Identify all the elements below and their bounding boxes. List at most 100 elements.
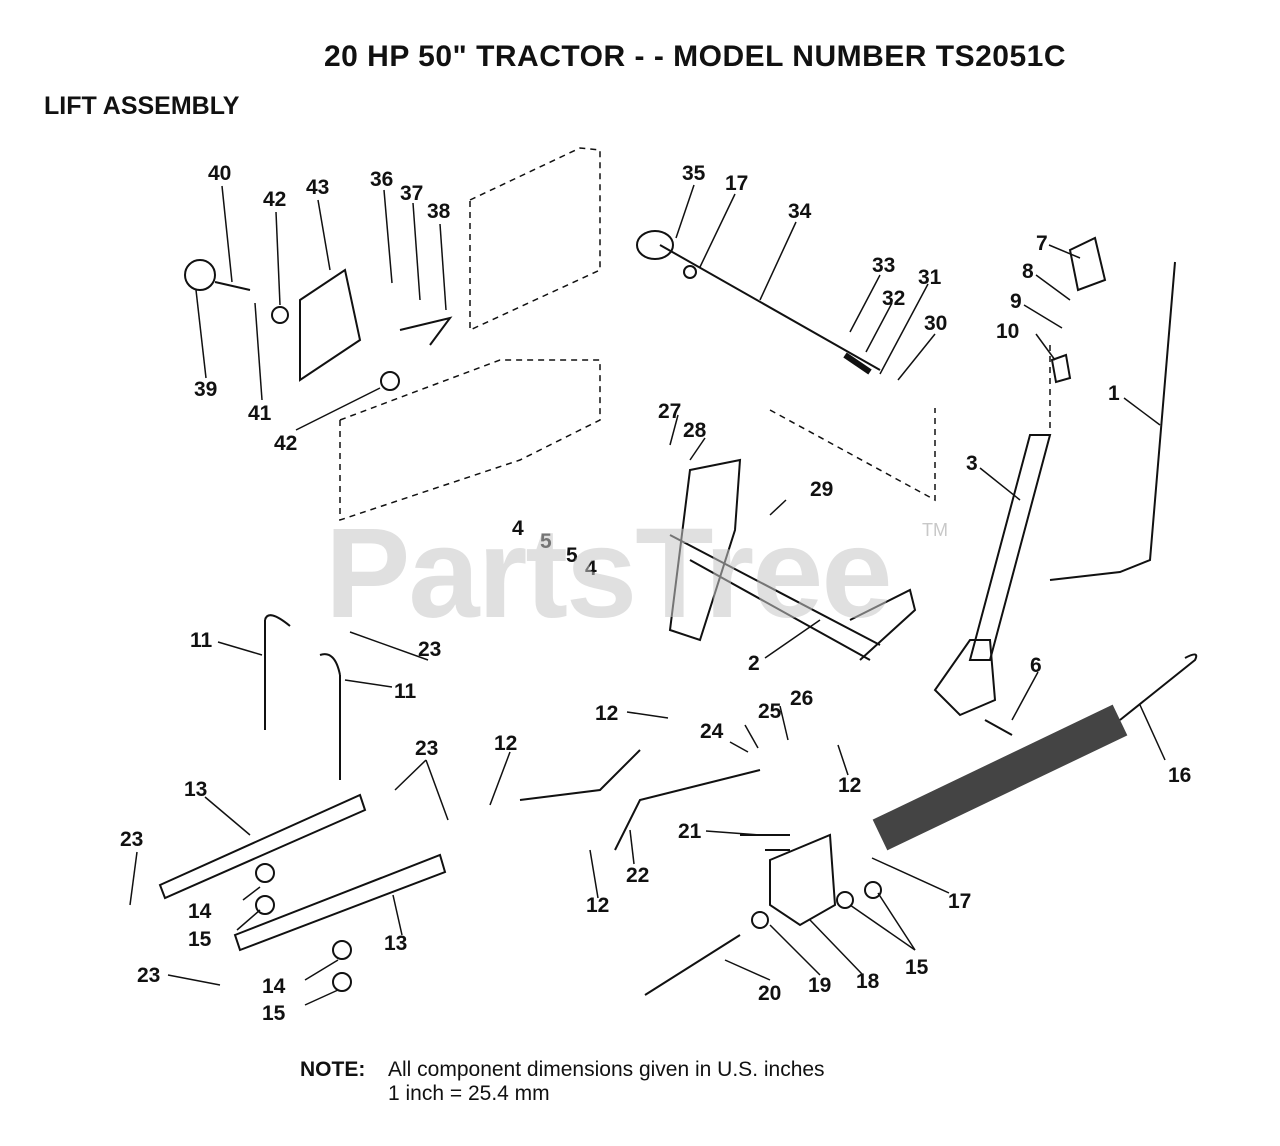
callout-23b: 23 (415, 737, 438, 760)
note-text: All component dimensions given in U.S. i… (388, 1058, 825, 1106)
part-3-clevis (933, 639, 997, 717)
part-14-washer-a (255, 863, 275, 883)
part-35-knob (636, 230, 674, 260)
part-16-hook (1119, 653, 1198, 721)
note-block: NOTE: All component dimensions given in U… (300, 1058, 825, 1106)
section-heading: LIFT ASSEMBLY (44, 92, 240, 120)
callout-22: 22 (626, 864, 649, 887)
part-42-washer-b (380, 371, 400, 391)
callout-5b: 5 (566, 544, 578, 567)
part-13-link-b (233, 853, 447, 952)
part-18-bracket (769, 833, 837, 927)
callout-17: 17 (725, 172, 748, 195)
callout-18: 18 (856, 970, 880, 993)
callout-30: 30 (924, 312, 947, 335)
part-13-link-a (158, 793, 367, 900)
callout-12c: 12 (838, 774, 861, 797)
leader-lines (129, 184, 1166, 1006)
callout-26: 26 (790, 687, 813, 710)
part-2-arm (849, 588, 917, 661)
callout-38: 38 (427, 200, 451, 223)
callout-23: 23 (418, 638, 441, 661)
part-14-washer-b (332, 940, 352, 960)
part-32-spring (843, 352, 872, 375)
part-38-clip (399, 316, 453, 346)
callout-15b: 15 (905, 956, 929, 979)
callout-41: 41 (248, 402, 272, 425)
part-10-fitting (1050, 353, 1072, 384)
callout-7: 7 (1036, 232, 1048, 255)
callout-4b: 4 (585, 557, 597, 580)
part-34-rod (659, 244, 881, 371)
part-17-washer (683, 265, 697, 279)
callout-12b: 12 (494, 732, 517, 755)
part-16-spring (872, 704, 1128, 851)
callout-2: 2 (748, 652, 760, 675)
callout-13b: 13 (384, 932, 407, 955)
part-19-washer (751, 911, 769, 929)
callout-40: 40 (208, 162, 231, 185)
callout-32: 32 (882, 287, 905, 310)
part-21-bolts (740, 834, 790, 851)
callout-35: 35 (682, 162, 706, 185)
callout-5: 5 (540, 530, 552, 553)
callout-1: 1 (1108, 382, 1120, 405)
callout-31: 31 (918, 266, 942, 289)
callout-23c: 23 (120, 828, 143, 851)
callout-15: 15 (188, 928, 212, 951)
part-39-knob (184, 259, 216, 291)
part-6-screw (984, 719, 1013, 736)
callout-4: 4 (512, 517, 524, 540)
callout-19: 19 (808, 974, 831, 997)
callout-11b: 11 (394, 680, 417, 703)
note-label: NOTE: (300, 1058, 366, 1081)
part-15-nut-a (255, 895, 275, 915)
callout-labels: 40 42 43 36 37 38 39 41 42 35 17 34 33 3… (120, 162, 1191, 1025)
part-11-rod-a (264, 614, 291, 730)
part-20-bolt (644, 934, 741, 996)
callout-20: 20 (758, 982, 781, 1005)
callout-6: 6 (1030, 654, 1042, 677)
callout-14: 14 (188, 900, 212, 923)
watermark-trademark: TM (922, 520, 948, 540)
callout-17b: 17 (948, 890, 971, 913)
callout-3: 3 (966, 452, 978, 475)
part-15-nut-d (864, 881, 882, 899)
part-11-rod-b (319, 653, 341, 780)
callout-14b: 14 (262, 975, 286, 998)
part-40-bolt (214, 281, 251, 291)
frame-outline (339, 147, 1051, 522)
callout-29: 29 (810, 478, 833, 501)
callout-42: 42 (263, 188, 286, 211)
callout-37: 37 (400, 182, 423, 205)
callout-34: 34 (788, 200, 812, 223)
callout-15c: 15 (262, 1002, 286, 1025)
callout-39: 39 (194, 378, 217, 401)
note-line-1: All component dimensions given in U.S. i… (388, 1058, 825, 1081)
callout-42b: 42 (274, 432, 297, 455)
watermark: PartsTree (325, 502, 892, 645)
callout-25: 25 (758, 700, 782, 723)
part-2-plate (668, 458, 742, 642)
callout-10: 10 (996, 320, 1019, 343)
page-title: 20 HP 50" TRACTOR - - MODEL NUMBER TS205… (323, 40, 1067, 73)
callout-12d: 12 (586, 894, 609, 917)
callout-33: 33 (872, 254, 895, 277)
part-1-rod (1049, 261, 1176, 581)
callout-36: 36 (370, 168, 393, 191)
callout-9: 9 (1010, 290, 1022, 313)
note-line-2: 1 inch = 25.4 mm (388, 1082, 550, 1105)
part-7-grip (1068, 236, 1107, 292)
part-15-nut-c (836, 891, 854, 909)
callout-23d: 23 (137, 964, 160, 987)
part-15-nut-b (332, 972, 352, 992)
callout-43: 43 (306, 176, 329, 199)
callout-16: 16 (1168, 764, 1191, 787)
callout-11: 11 (190, 629, 213, 652)
callout-8: 8 (1022, 260, 1034, 283)
callout-28: 28 (683, 419, 707, 442)
callout-13: 13 (184, 778, 207, 801)
callout-27: 27 (658, 400, 681, 423)
part-42-washer (271, 306, 289, 324)
